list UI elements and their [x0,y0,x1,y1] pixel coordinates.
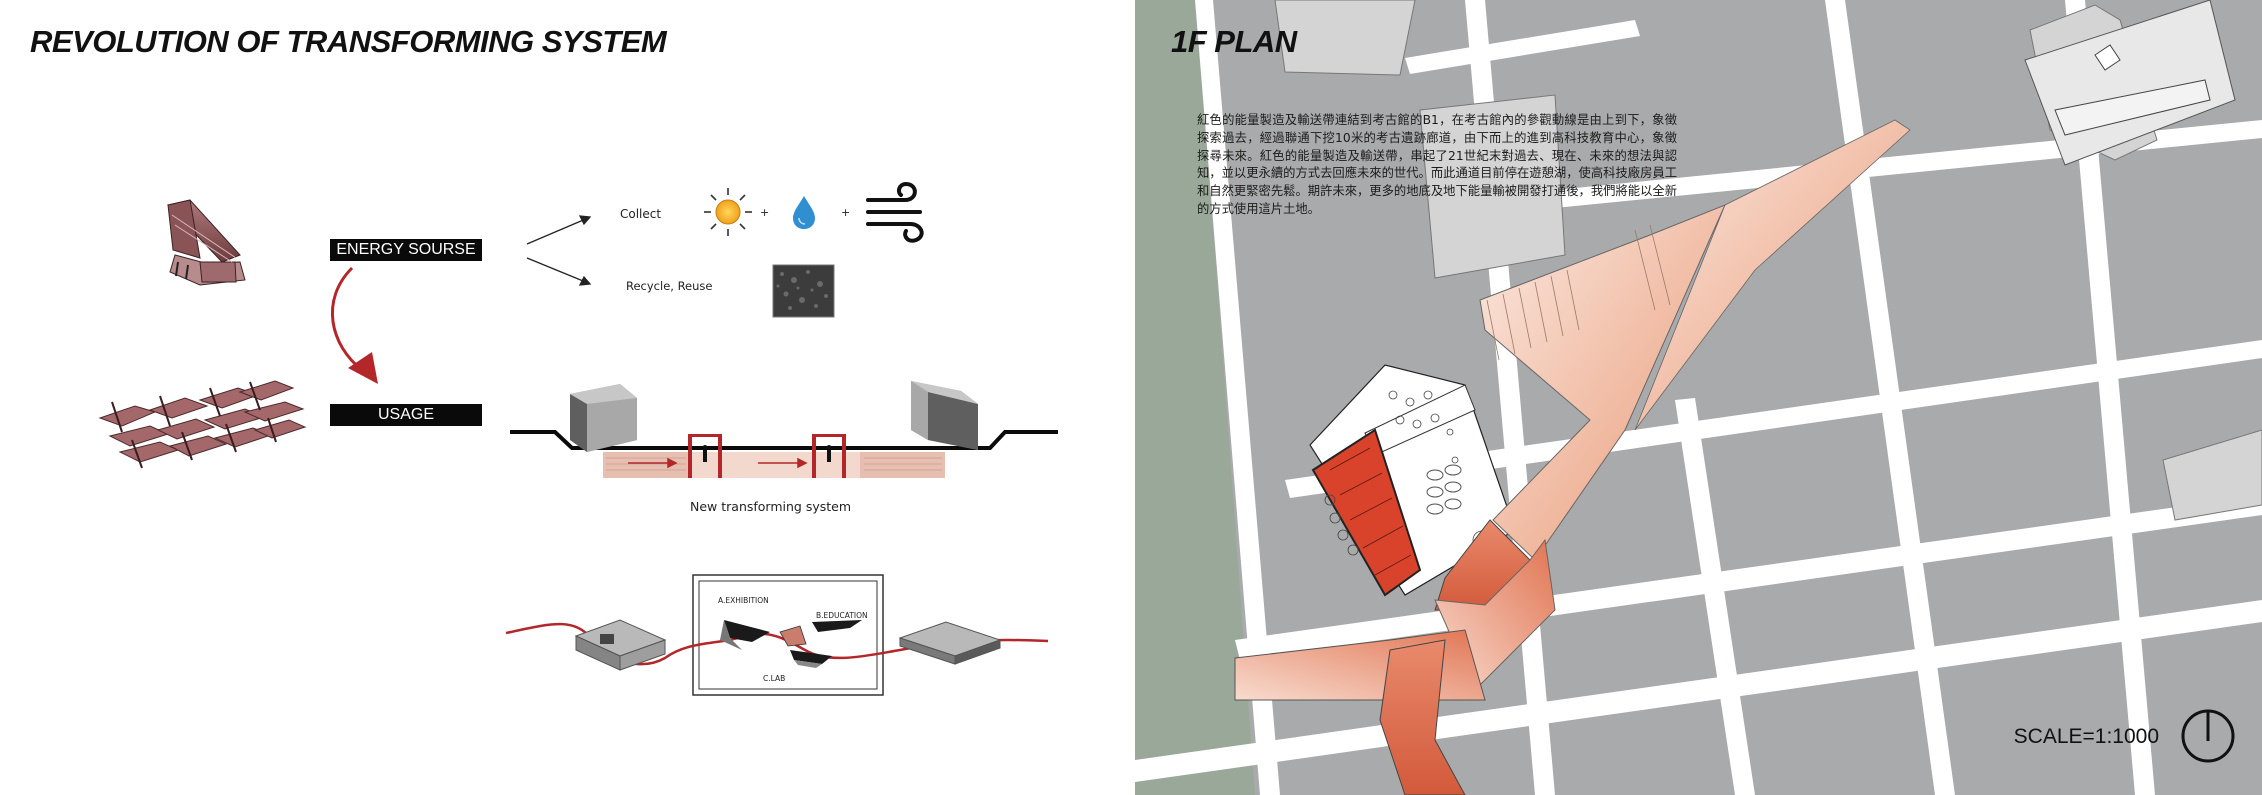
transforming-system-diagram [98,181,1058,696]
plus-sign: + [841,206,851,219]
recycle-material-image [772,264,835,318]
north-arrow-icon [2181,709,2235,763]
scale-label: SCALE=1:1000 [2013,725,2159,748]
top-right-building [2024,0,2236,166]
plus-sign: + [760,206,770,219]
section-diagram [510,381,1058,478]
zone-diagram [505,574,1049,696]
left-panel: REVOLUTION OF TRANSFORMING SYSTEM [30,24,1058,696]
zone-c-label: C.LAB [763,674,786,683]
recycle-label: Recycle, Reuse [626,279,713,293]
collect-label: Collect [620,207,662,221]
site-plan-map [1135,0,2262,795]
energy-to-usage-arrow [330,266,378,384]
conveyor-cluster-model [98,380,307,469]
stair-lines [1486,224,1671,361]
left-panel-title: REVOLUTION OF TRANSFORMING SYSTEM [30,24,667,59]
right-panel: 1F PLAN 紅色的能量製造及輸送帶連結到考古館的B1，在考古館內的參觀動線是… [1135,0,2262,795]
plan-description: 紅色的能量製造及輸送帶連結到考古館的B1，在考古館內的參觀動線是由上到下，象徵探… [1197,113,1677,216]
energy-source-label: ENERGY SOURSE [330,239,482,261]
branch-arrows [526,215,592,286]
energy-structure-model [167,199,246,286]
section-caption: New transforming system [690,499,852,514]
energy-conveyor-path [1234,119,1911,795]
water-drop-icon [793,196,815,229]
sun-icon [704,188,752,236]
wind-icon [866,181,924,243]
zone-a-label: A.EXHIBITION [718,596,769,605]
right-panel-title: 1F PLAN [1171,24,1297,59]
usage-label: USAGE [330,404,482,426]
zone-b-label: B.EDUCATION [816,611,868,620]
